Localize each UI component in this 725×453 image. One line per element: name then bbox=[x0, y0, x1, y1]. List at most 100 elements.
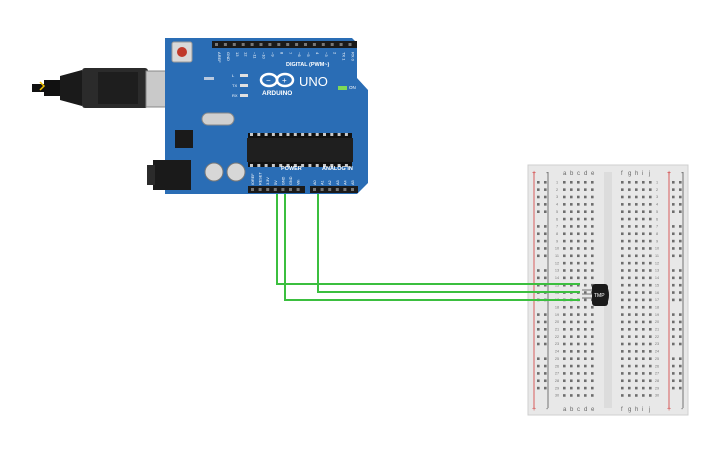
breadboard-hole[interactable] bbox=[642, 276, 645, 280]
breadboard-hole[interactable] bbox=[635, 342, 638, 346]
breadboard-hole[interactable] bbox=[649, 364, 652, 368]
breadboard-hole[interactable] bbox=[635, 350, 638, 353]
breadboard-hole[interactable] bbox=[563, 232, 566, 236]
breadboard-hole[interactable] bbox=[570, 386, 573, 390]
rail-hole[interactable] bbox=[544, 232, 547, 236]
rail-hole[interactable] bbox=[672, 328, 675, 331]
breadboard-hole[interactable] bbox=[591, 225, 594, 228]
breadboard-hole[interactable] bbox=[563, 357, 566, 360]
breadboard-hole[interactable] bbox=[570, 276, 573, 280]
breadboard-hole[interactable] bbox=[591, 217, 594, 221]
breadboard-hole[interactable] bbox=[628, 247, 631, 250]
breadboard-hole[interactable] bbox=[563, 195, 566, 199]
breadboard-hole[interactable] bbox=[649, 305, 652, 309]
breadboard-hole[interactable] bbox=[649, 188, 652, 191]
breadboard-hole[interactable] bbox=[584, 305, 587, 309]
breadboard-hole[interactable] bbox=[628, 283, 631, 287]
breadboard-hole[interactable] bbox=[642, 364, 645, 368]
breadboard-hole[interactable] bbox=[591, 372, 594, 375]
breadboard-hole[interactable] bbox=[621, 269, 624, 272]
rail-hole[interactable] bbox=[544, 364, 547, 368]
breadboard-hole[interactable] bbox=[621, 298, 624, 302]
rail-hole[interactable] bbox=[679, 357, 682, 360]
analog-pin-hole[interactable] bbox=[328, 188, 332, 191]
rail-hole[interactable] bbox=[537, 276, 540, 280]
breadboard-hole[interactable] bbox=[591, 195, 594, 199]
breadboard-hole[interactable] bbox=[635, 261, 638, 265]
breadboard-hole[interactable] bbox=[584, 357, 587, 360]
breadboard-hole[interactable] bbox=[563, 283, 566, 287]
breadboard-hole[interactable] bbox=[570, 225, 573, 228]
breadboard-hole[interactable] bbox=[635, 203, 638, 206]
breadboard-hole[interactable] bbox=[642, 394, 645, 397]
rail-hole[interactable] bbox=[672, 195, 675, 199]
breadboard-hole[interactable] bbox=[570, 364, 573, 368]
breadboard-hole[interactable] bbox=[621, 181, 624, 184]
breadboard-hole[interactable] bbox=[642, 372, 645, 375]
breadboard-hole[interactable] bbox=[635, 254, 638, 258]
breadboard-hole[interactable] bbox=[591, 386, 594, 390]
rail-hole[interactable] bbox=[672, 225, 675, 228]
breadboard-hole[interactable] bbox=[584, 239, 587, 243]
breadboard-hole[interactable] bbox=[642, 350, 645, 353]
breadboard-hole[interactable] bbox=[628, 261, 631, 265]
breadboard-hole[interactable] bbox=[649, 210, 652, 213]
breadboard-hole[interactable] bbox=[570, 379, 573, 383]
breadboard-hole[interactable] bbox=[649, 298, 652, 302]
breadboard-hole[interactable] bbox=[563, 335, 566, 338]
digital-pin-hole[interactable] bbox=[295, 43, 299, 46]
breadboard-hole[interactable] bbox=[591, 247, 594, 250]
rail-hole[interactable] bbox=[537, 379, 540, 383]
breadboard-hole[interactable] bbox=[628, 320, 631, 324]
breadboard-hole[interactable] bbox=[642, 203, 645, 206]
breadboard-hole[interactable] bbox=[563, 364, 566, 368]
breadboard-hole[interactable] bbox=[563, 305, 566, 309]
rail-hole[interactable] bbox=[672, 283, 675, 287]
rail-hole[interactable] bbox=[544, 195, 547, 199]
breadboard-hole[interactable] bbox=[577, 350, 580, 353]
breadboard-hole[interactable] bbox=[584, 291, 587, 294]
breadboard-hole[interactable] bbox=[584, 232, 587, 236]
breadboard-hole[interactable] bbox=[649, 335, 652, 338]
breadboard-hole[interactable] bbox=[621, 313, 624, 316]
wire-gnd[interactable] bbox=[284, 194, 580, 301]
rail-hole[interactable] bbox=[544, 283, 547, 287]
rail-hole[interactable] bbox=[537, 195, 540, 199]
breadboard-hole[interactable] bbox=[642, 283, 645, 287]
breadboard-hole[interactable] bbox=[570, 283, 573, 287]
breadboard-hole[interactable] bbox=[591, 335, 594, 338]
breadboard-hole[interactable] bbox=[649, 313, 652, 316]
breadboard-hole[interactable] bbox=[621, 239, 624, 243]
breadboard-hole[interactable] bbox=[621, 232, 624, 236]
breadboard-hole[interactable] bbox=[635, 394, 638, 397]
breadboard-hole[interactable] bbox=[642, 239, 645, 243]
rail-hole[interactable] bbox=[537, 269, 540, 272]
breadboard-hole[interactable] bbox=[642, 291, 645, 294]
rail-hole[interactable] bbox=[672, 232, 675, 236]
breadboard-hole[interactable] bbox=[584, 261, 587, 265]
breadboard-hole[interactable] bbox=[642, 313, 645, 316]
breadboard-hole[interactable] bbox=[628, 203, 631, 206]
rail-hole[interactable] bbox=[537, 203, 540, 206]
breadboard-hole[interactable] bbox=[563, 181, 566, 184]
digital-pin-hole[interactable] bbox=[215, 43, 218, 46]
breadboard-hole[interactable] bbox=[642, 261, 645, 265]
breadboard-hole[interactable] bbox=[591, 254, 594, 258]
breadboard-hole[interactable] bbox=[563, 350, 566, 353]
breadboard-hole[interactable] bbox=[621, 291, 624, 294]
breadboard-hole[interactable] bbox=[649, 239, 652, 243]
breadboard-hole[interactable] bbox=[577, 261, 580, 265]
breadboard-hole[interactable] bbox=[649, 283, 652, 287]
breadboard-hole[interactable] bbox=[635, 181, 638, 184]
breadboard-hole[interactable] bbox=[570, 203, 573, 206]
breadboard-hole[interactable] bbox=[584, 335, 587, 338]
breadboard-hole[interactable] bbox=[577, 276, 580, 280]
breadboard-hole[interactable] bbox=[628, 210, 631, 213]
breadboard-hole[interactable] bbox=[591, 210, 594, 213]
rail-hole[interactable] bbox=[544, 372, 547, 375]
breadboard-hole[interactable] bbox=[635, 283, 638, 287]
breadboard-hole[interactable] bbox=[628, 276, 631, 280]
rail-hole[interactable] bbox=[537, 320, 540, 324]
breadboard-hole[interactable] bbox=[563, 386, 566, 390]
